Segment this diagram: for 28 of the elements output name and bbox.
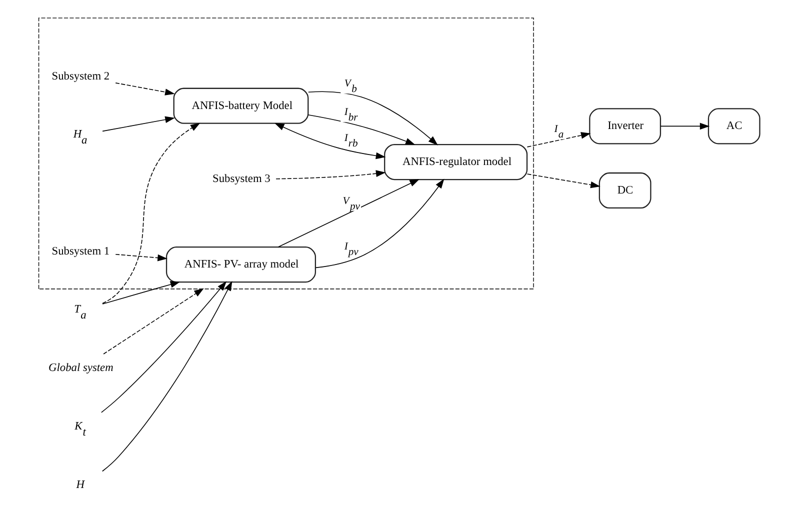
- node-box: Inverter: [588, 108, 661, 144]
- arrow: [102, 122, 200, 304]
- arrow: [307, 114, 415, 145]
- arrow: [277, 179, 419, 248]
- node-box: ANFIS- PV- array model: [165, 246, 316, 283]
- arrow: [274, 122, 386, 160]
- node-text: Subsystem 3: [212, 173, 270, 186]
- arrow: [314, 178, 444, 268]
- node-box: AC: [707, 108, 760, 144]
- arrow: [102, 288, 204, 354]
- arrow: [307, 91, 438, 146]
- node-text: Subsystem 2: [51, 70, 110, 83]
- arrow: [102, 116, 174, 132]
- node-text: Subsystem 1: [51, 246, 110, 258]
- arrow: [101, 280, 232, 472]
- node-text: Global system: [48, 362, 113, 374]
- node-text: H: [76, 479, 84, 492]
- arrow: [114, 254, 167, 262]
- arrow: [100, 281, 226, 413]
- node-box: DC: [598, 172, 651, 209]
- arrow: [526, 132, 590, 148]
- arrow: [102, 281, 180, 304]
- node-box: ANFIS-regulator model: [384, 144, 528, 180]
- arrow: [275, 170, 386, 180]
- arrow: [526, 174, 600, 188]
- arrow: [660, 122, 710, 130]
- node-box: ANFIS-battery Model: [172, 88, 308, 124]
- arrow: [114, 82, 174, 96]
